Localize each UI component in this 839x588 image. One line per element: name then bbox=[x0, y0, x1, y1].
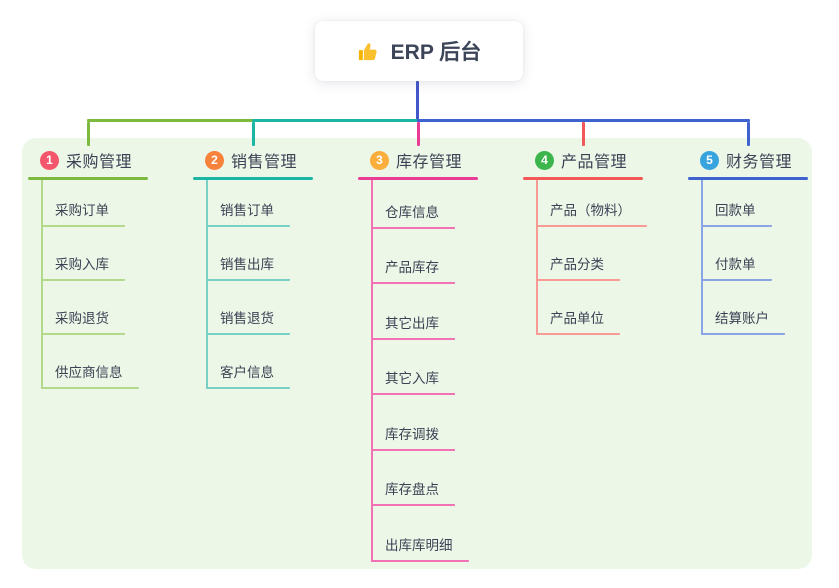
item-label[interactable]: 付款单 bbox=[701, 253, 772, 281]
mindmap-item: 库存盘点 bbox=[358, 451, 478, 506]
item-label[interactable]: 产品单位 bbox=[536, 307, 620, 335]
mindmap-item: 仓库信息 bbox=[358, 180, 478, 229]
branch-title: 财务管理 bbox=[726, 154, 793, 171]
branch-header[interactable]: 5 财务管理 bbox=[688, 149, 808, 171]
branch-title: 库存管理 bbox=[396, 154, 463, 171]
branch-vertical-line bbox=[701, 180, 703, 335]
branch-采购管理: 1 采购管理采购订单采购入库采购退货供应商信息 bbox=[28, 149, 148, 389]
item-label[interactable]: 销售出库 bbox=[206, 253, 290, 281]
mindmap-item: 采购订单 bbox=[28, 180, 148, 227]
drop-segment bbox=[747, 122, 750, 146]
branch-header[interactable]: 4 产品管理 bbox=[523, 149, 643, 171]
branch-items: 产品（物料） 产品分类产品单位 bbox=[523, 180, 647, 335]
branch-销售管理: 2 销售管理销售订单销售出库销售退货客户信息 bbox=[193, 149, 313, 389]
branch-header[interactable]: 1 采购管理 bbox=[28, 149, 148, 171]
item-label[interactable]: 结算账户 bbox=[701, 307, 785, 335]
branch-vertical-line bbox=[41, 180, 43, 389]
branch-header[interactable]: 2 销售管理 bbox=[193, 149, 313, 171]
branch-vertical-line bbox=[536, 180, 538, 335]
branch-number-badge: 1 bbox=[40, 150, 59, 170]
drop-segment bbox=[417, 122, 420, 146]
mindmap-item: 其它出库 bbox=[358, 284, 478, 340]
mindmap-item: 产品（物料） bbox=[523, 180, 647, 227]
drop-segment bbox=[252, 122, 255, 146]
branch-number-badge: 3 bbox=[370, 150, 389, 170]
branch-underline-line bbox=[688, 177, 808, 180]
bus-segment bbox=[417, 119, 750, 122]
branch-vertical-line bbox=[371, 180, 373, 562]
branch-items: 仓库信息产品库存其它出库其它入库库存调拨库存盘点出库库明细 bbox=[358, 180, 478, 562]
branch-title: 采购管理 bbox=[66, 154, 133, 171]
branch-underline-line bbox=[523, 177, 643, 180]
branch-number-badge: 2 bbox=[205, 150, 224, 170]
mindmap-item: 销售订单 bbox=[193, 180, 313, 227]
mindmap-panel bbox=[22, 138, 812, 569]
bus-segment bbox=[252, 119, 420, 122]
mindmap-item: 采购入库 bbox=[28, 227, 148, 281]
item-label[interactable]: 产品分类 bbox=[536, 253, 620, 281]
mindmap-item: 产品库存 bbox=[358, 229, 478, 284]
item-label[interactable]: 产品库存 bbox=[371, 256, 455, 284]
mindmap-item: 库存调拨 bbox=[358, 395, 478, 451]
mindmap-item: 产品分类 bbox=[523, 227, 643, 281]
branch-title: 销售管理 bbox=[231, 154, 298, 171]
branch-title: 产品管理 bbox=[561, 154, 628, 171]
thumbs-up-icon bbox=[357, 40, 380, 63]
branch-产品管理: 4 产品管理产品（物料） 产品分类产品单位 bbox=[523, 149, 647, 335]
item-label[interactable]: 其它出库 bbox=[371, 312, 455, 340]
item-label[interactable]: 销售退货 bbox=[206, 307, 290, 335]
item-label[interactable]: 销售订单 bbox=[206, 199, 290, 227]
mindmap-item: 产品单位 bbox=[523, 281, 643, 335]
branch-库存管理: 3 库存管理仓库信息产品库存其它出库其它入库库存调拨库存盘点出库库明细 bbox=[358, 149, 478, 562]
branch-number-badge: 4 bbox=[535, 150, 554, 170]
mindmap-item: 其它入库 bbox=[358, 340, 478, 395]
item-label[interactable]: 其它入库 bbox=[371, 367, 455, 395]
root-stem-line bbox=[416, 81, 419, 122]
branch-underline-line bbox=[28, 177, 148, 180]
branch-vertical-line bbox=[206, 180, 208, 389]
item-label[interactable]: 库存盘点 bbox=[371, 478, 455, 506]
item-label[interactable]: 产品（物料） bbox=[536, 199, 647, 227]
mindmap-item: 销售退货 bbox=[193, 281, 313, 335]
branch-items: 采购订单采购入库采购退货供应商信息 bbox=[28, 180, 148, 389]
mindmap-item: 出库库明细 bbox=[358, 506, 478, 562]
branch-underline-line bbox=[193, 177, 313, 180]
mindmap-item: 回款单 bbox=[688, 180, 808, 227]
branch-财务管理: 5 财务管理回款单付款单结算账户 bbox=[688, 149, 808, 335]
mindmap-item: 结算账户 bbox=[688, 281, 808, 335]
branch-header[interactable]: 3 库存管理 bbox=[358, 149, 478, 171]
item-label[interactable]: 出库库明细 bbox=[371, 534, 469, 562]
branch-number-badge: 5 bbox=[700, 150, 719, 170]
branch-items: 回款单付款单结算账户 bbox=[688, 180, 808, 335]
item-label[interactable]: 采购订单 bbox=[41, 199, 125, 227]
mindmap-item: 客户信息 bbox=[193, 335, 313, 389]
item-label[interactable]: 回款单 bbox=[701, 199, 772, 227]
root-node[interactable]: ERP 后台 bbox=[315, 21, 523, 81]
branch-underline-line bbox=[358, 177, 478, 180]
drop-segment bbox=[582, 122, 585, 146]
mindmap-item: 销售出库 bbox=[193, 227, 313, 281]
item-label[interactable]: 仓库信息 bbox=[371, 201, 455, 229]
branch-items: 销售订单销售出库销售退货客户信息 bbox=[193, 180, 313, 389]
item-label[interactable]: 客户信息 bbox=[206, 361, 290, 389]
item-label[interactable]: 供应商信息 bbox=[41, 361, 139, 389]
item-label[interactable]: 采购退货 bbox=[41, 307, 125, 335]
mindmap-item: 供应商信息 bbox=[28, 335, 148, 389]
item-label[interactable]: 库存调拨 bbox=[371, 423, 455, 451]
mindmap-item: 采购退货 bbox=[28, 281, 148, 335]
mindmap-item: 付款单 bbox=[688, 227, 808, 281]
drop-segment bbox=[87, 122, 90, 146]
root-title: ERP 后台 bbox=[390, 41, 482, 64]
item-label[interactable]: 采购入库 bbox=[41, 253, 125, 281]
